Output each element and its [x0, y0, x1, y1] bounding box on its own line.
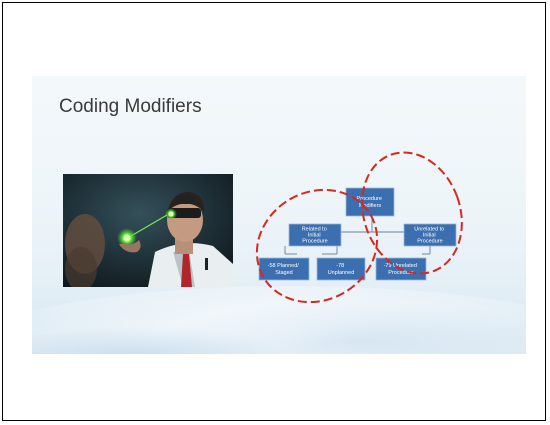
svg-text:-58 Planned/ Staged: -58 Planned/ Staged [268, 263, 301, 276]
scientist-photo [63, 174, 233, 287]
node-unrelated-to-initial-procedure: Unrelated to Initial Procedure [403, 223, 457, 247]
slide: Coding Modifiers [32, 76, 526, 354]
node-78-unplanned: -78 Unplanned [316, 257, 366, 281]
node-58-planned-staged: -58 Planned/ Staged [258, 257, 310, 281]
related-modifiers-circle [255, 188, 379, 304]
svg-text:-79 Unrelated Procedur: -79 Unrelated Procedure [384, 263, 419, 276]
svg-text:Related to Initial: Related to Initial Procedure [302, 227, 329, 245]
unrelated-modifiers-circle [361, 151, 463, 275]
slide-title: Coding Modifiers [59, 96, 202, 117]
svg-text:-78 Unplanned: -78 Unplanned [328, 263, 355, 276]
svg-text:Procedure Modifiers: Procedure Modifiers [357, 196, 384, 209]
node-procedure-modifiers: Procedure Modifiers [345, 187, 395, 217]
modifiers-diagram: Procedure Modifiers Related to Initial P… [255, 151, 463, 304]
scientist-with-laser-goggles-icon [63, 174, 233, 287]
svg-text:Unrelated to Initial: Unrelated to Initial Procedure [414, 227, 446, 245]
node-related-to-initial-procedure: Related to Initial Procedure [288, 223, 342, 247]
